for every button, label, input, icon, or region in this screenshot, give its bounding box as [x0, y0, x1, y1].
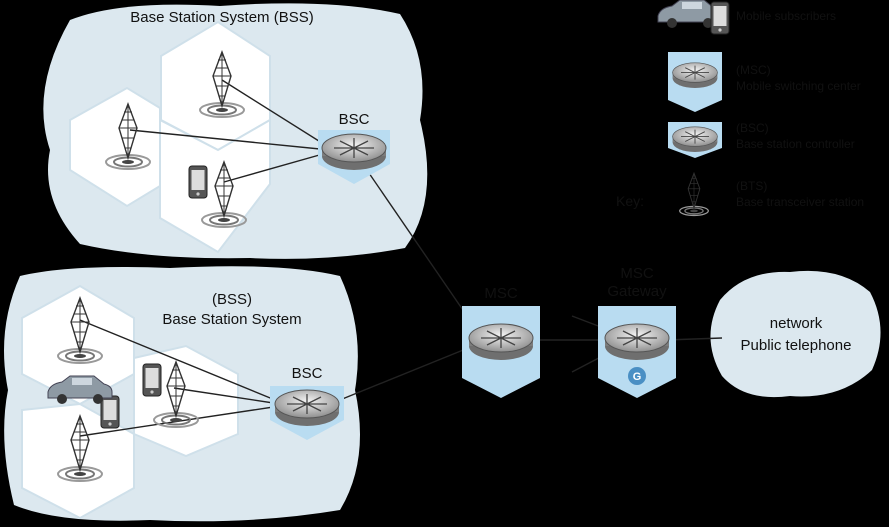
gateway-badge-icon	[628, 367, 646, 385]
bsc-bottom-label: BSC	[292, 365, 323, 382]
links	[79, 79, 723, 437]
key-bts-label-line1: (BTS)	[736, 179, 767, 193]
gateway-badge-label: G	[633, 371, 642, 383]
msc-router-icon	[468, 323, 534, 361]
link-bts-bsc-bottom-1	[79, 319, 281, 403]
pstn-label-line1: network	[770, 315, 823, 332]
bsc-top-label: BSC	[339, 111, 370, 128]
gateway-label-line2: Gateway	[607, 283, 667, 300]
bsc-router-icon	[274, 389, 340, 427]
key-title: Key:	[616, 193, 644, 209]
key-bsc-label-line2: Base station controller	[736, 137, 855, 151]
mobile-phone-icon	[142, 363, 162, 397]
bsc-router-icon	[672, 126, 718, 153]
key-msc-label-line2: Mobile switching center	[736, 79, 861, 93]
link-bts-bsc-top-2	[129, 129, 331, 151]
bss-bottom-title-line2: Base Station System	[162, 311, 301, 328]
link-bts-bsc-bottom-2	[173, 387, 281, 405]
key-bts-label-line2: Base transceiver station	[736, 195, 864, 209]
link-bsc-msc-top	[359, 159, 479, 333]
link-bts-bsc-top-1	[221, 79, 331, 149]
gateway-router-icon	[604, 323, 670, 361]
gateway-label-line1: MSC	[620, 265, 654, 282]
bss-top-title: Base Station System (BSS)	[130, 9, 313, 26]
bss-bottom-title-line1: (BSS)	[212, 291, 252, 308]
mobile-phone-icon	[188, 165, 208, 199]
pstn-cloud	[710, 270, 881, 398]
bsc-router-icon	[321, 133, 387, 171]
msc-label: MSC	[484, 285, 518, 302]
bts-icon	[679, 172, 709, 217]
key-legend: Mobile subscribers (MSC) Mobile switchin…	[616, 0, 864, 217]
mobile-phone-icon	[710, 1, 730, 35]
key-bsc-label-line1: (BSC)	[736, 121, 769, 135]
pstn-label-line2: Public telephone	[741, 337, 852, 354]
msc-router-icon	[672, 62, 718, 89]
mobile-phone-icon	[100, 395, 120, 429]
link-bts-bsc-top-3	[223, 151, 331, 183]
key-msc-label-line1: (MSC)	[736, 63, 771, 77]
link-bsc-msc-bottom	[329, 343, 479, 405]
key-mobile-label: Mobile subscribers	[736, 9, 836, 23]
